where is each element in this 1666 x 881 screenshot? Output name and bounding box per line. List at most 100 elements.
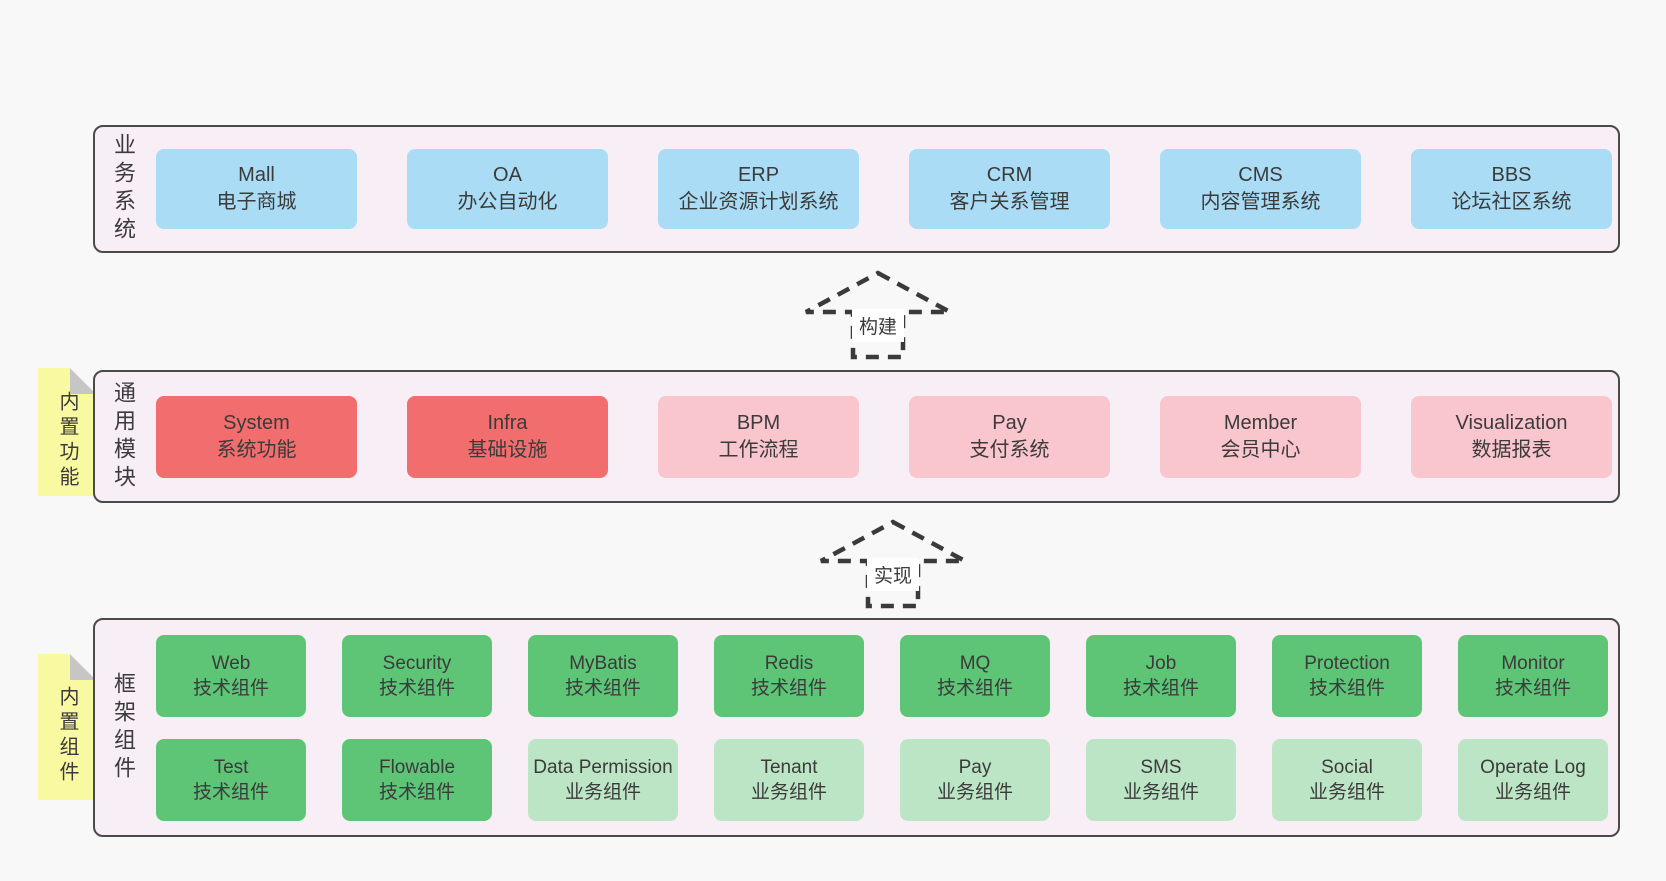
box-title: MQ xyxy=(959,652,991,674)
box-subtitle: 客户关系管理 xyxy=(949,191,1070,213)
component-box-data-permission: Data Permission 业务组件 xyxy=(528,738,678,821)
panel-title-modules: 通用模块 xyxy=(111,380,136,493)
box-subtitle: 技术组件 xyxy=(378,781,455,803)
business-box-row: Mall 电子商城 OA 办公自动化 ERP 企业资源计划系统 CRM 客户关系… xyxy=(156,149,1612,229)
framework-row-1: Web 技术组件 Security 技术组件 MyBatis 技术组件 Redi… xyxy=(156,634,1608,717)
sticky-note-builtin-components: 内置组件 xyxy=(38,654,96,800)
box-subtitle: 办公自动化 xyxy=(457,191,558,213)
box-title: BBS xyxy=(1491,164,1532,186)
box-subtitle: 业务组件 xyxy=(1494,781,1571,803)
box-title: Member xyxy=(1223,411,1298,434)
box-title: Visualization xyxy=(1455,411,1568,434)
box-title: Pay xyxy=(992,411,1027,434)
component-box-mq: MQ 技术组件 xyxy=(900,634,1050,717)
box-subtitle: 技术组件 xyxy=(750,677,827,699)
box-subtitle: 电子商城 xyxy=(216,191,297,213)
up-arrow-icon xyxy=(819,519,967,609)
modules-box-row: System 系统功能 Infra 基础设施 BPM 工作流程 Pay 支付系统… xyxy=(156,395,1612,478)
framework-row-2: Test 技术组件 Flowable 技术组件 Data Permission … xyxy=(156,738,1608,821)
box-subtitle: 技术组件 xyxy=(192,781,269,803)
component-box-pay: Pay 业务组件 xyxy=(900,738,1050,821)
box-title: SMS xyxy=(1140,756,1182,778)
box-subtitle: 数据报表 xyxy=(1471,438,1552,461)
system-box-bbs: BBS 论坛社区系统 xyxy=(1411,149,1612,229)
component-box-mybatis: MyBatis 技术组件 xyxy=(528,634,678,717)
framework-grid: Web 技术组件 Security 技术组件 MyBatis 技术组件 Redi… xyxy=(156,634,1608,821)
box-subtitle: 业务组件 xyxy=(750,781,827,803)
component-box-sms: SMS 业务组件 xyxy=(1086,738,1236,821)
box-title: MyBatis xyxy=(569,652,637,674)
box-title: Test xyxy=(213,756,249,778)
module-box-system: System 系统功能 xyxy=(156,395,357,478)
box-title: Job xyxy=(1145,652,1177,674)
panel-title-framework: 框架组件 xyxy=(111,671,136,784)
box-subtitle: 基础设施 xyxy=(467,438,548,461)
box-subtitle: 业务组件 xyxy=(564,781,641,803)
box-title: Data Permission xyxy=(533,756,673,778)
common-modules-panel: 通用模块 System 系统功能 Infra 基础设施 BPM 工作流程 Pay… xyxy=(93,370,1620,503)
arrow-label-implement: 实现 xyxy=(866,558,920,591)
box-title: Tenant xyxy=(760,756,818,778)
box-subtitle: 论坛社区系统 xyxy=(1451,191,1572,213)
box-subtitle: 系统功能 xyxy=(216,438,297,461)
component-box-test: Test 技术组件 xyxy=(156,738,306,821)
box-title: Operate Log xyxy=(1480,756,1586,778)
system-box-crm: CRM 客户关系管理 xyxy=(909,149,1110,229)
up-arrow-icon xyxy=(804,270,952,360)
component-box-job: Job 技术组件 xyxy=(1086,634,1236,717)
box-title: CMS xyxy=(1238,164,1283,186)
box-title: ERP xyxy=(737,164,780,186)
build-arrow: 构建 xyxy=(803,270,953,360)
box-subtitle: 技术组件 xyxy=(1494,677,1571,699)
component-box-operate-log: Operate Log 业务组件 xyxy=(1458,738,1608,821)
box-title: Redis xyxy=(764,652,814,674)
component-box-social: Social 业务组件 xyxy=(1272,738,1422,821)
component-box-web: Web 技术组件 xyxy=(156,634,306,717)
box-subtitle: 业务组件 xyxy=(1122,781,1199,803)
box-title: Monitor xyxy=(1501,652,1565,674)
note-label: 内置功能 xyxy=(56,391,78,491)
box-subtitle: 业务组件 xyxy=(936,781,1013,803)
system-box-mall: Mall 电子商城 xyxy=(156,149,357,229)
component-box-monitor: Monitor 技术组件 xyxy=(1458,634,1608,717)
system-box-cms: CMS 内容管理系统 xyxy=(1160,149,1361,229)
box-subtitle: 技术组件 xyxy=(378,677,455,699)
box-subtitle: 业务组件 xyxy=(1308,781,1385,803)
box-title: Flowable xyxy=(378,756,456,778)
box-title: Mall xyxy=(238,164,275,186)
arrow-label-build: 构建 xyxy=(851,309,905,342)
module-box-bpm: BPM 工作流程 xyxy=(658,395,859,478)
module-box-infra: Infra 基础设施 xyxy=(407,395,608,478)
box-title: Pay xyxy=(958,756,992,778)
module-box-visualization: Visualization 数据报表 xyxy=(1411,395,1612,478)
box-subtitle: 内容管理系统 xyxy=(1200,191,1321,213)
box-title: OA xyxy=(493,164,522,186)
box-subtitle: 技术组件 xyxy=(1308,677,1385,699)
note-label: 内置组件 xyxy=(56,686,78,786)
component-box-protection: Protection 技术组件 xyxy=(1272,634,1422,717)
box-title: BPM xyxy=(736,411,781,434)
framework-components-panel: 框架组件 Web 技术组件 Security 技术组件 MyBatis 技术组件… xyxy=(93,618,1620,837)
box-title: CRM xyxy=(986,164,1033,186)
box-subtitle: 技术组件 xyxy=(192,677,269,699)
sticky-note-builtin-features: 内置功能 xyxy=(38,368,96,496)
box-subtitle: 技术组件 xyxy=(1122,677,1199,699)
implement-arrow: 实现 xyxy=(818,519,968,609)
box-title: Web xyxy=(211,652,251,674)
box-title: Infra xyxy=(487,411,528,434)
system-box-erp: ERP 企业资源计划系统 xyxy=(658,149,859,229)
box-title: Protection xyxy=(1304,652,1390,674)
component-box-flowable: Flowable 技术组件 xyxy=(342,738,492,821)
component-box-security: Security 技术组件 xyxy=(342,634,492,717)
module-box-pay: Pay 支付系统 xyxy=(909,395,1110,478)
box-subtitle: 会员中心 xyxy=(1220,438,1301,461)
box-title: Security xyxy=(382,652,452,674)
box-title: Social xyxy=(1321,756,1373,778)
business-systems-panel: 业务系统 Mall 电子商城 OA 办公自动化 ERP 企业资源计划系统 CRM… xyxy=(93,125,1620,253)
box-title: System xyxy=(223,411,290,434)
module-box-member: Member 会员中心 xyxy=(1160,395,1361,478)
box-subtitle: 工作流程 xyxy=(718,438,799,461)
box-subtitle: 支付系统 xyxy=(969,438,1050,461)
component-box-tenant: Tenant 业务组件 xyxy=(714,738,864,821)
box-subtitle: 技术组件 xyxy=(564,677,641,699)
